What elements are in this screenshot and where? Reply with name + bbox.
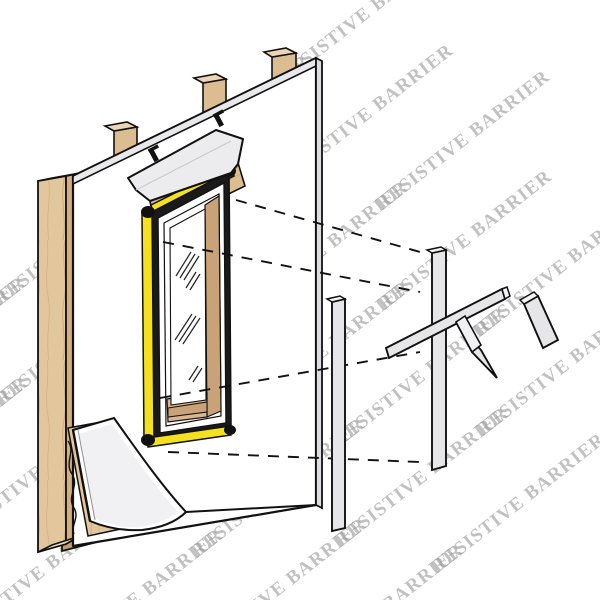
frame-corner-marker bbox=[141, 206, 155, 218]
flashing-tape-left-jamb bbox=[141, 207, 155, 442]
exploded-tape-group bbox=[325, 246, 560, 533]
glass-reflection bbox=[175, 251, 200, 281]
projection-lines-group bbox=[159, 199, 421, 463]
exploded-tape-strip bbox=[518, 291, 560, 350]
glass-reflection bbox=[185, 271, 201, 291]
head-flashing bbox=[127, 109, 244, 202]
projection-line bbox=[159, 351, 421, 399]
window-assembly bbox=[127, 109, 246, 448]
glass-reflection bbox=[188, 365, 203, 383]
glass-reflection bbox=[174, 313, 201, 345]
exploded-tape-strip bbox=[384, 286, 511, 360]
projection-line bbox=[162, 241, 421, 293]
projection-line bbox=[167, 451, 421, 463]
staple-icon bbox=[212, 109, 225, 128]
peeled-wrb-flap bbox=[67, 416, 317, 537]
window-glazing bbox=[169, 208, 207, 406]
staple-icon bbox=[147, 144, 160, 163]
exploded-tape-strip bbox=[325, 295, 347, 533]
exploded-tape-strip bbox=[454, 314, 498, 379]
exploded-tape-strip bbox=[424, 246, 449, 472]
frame-corner-marker bbox=[224, 425, 236, 435]
frame-corner-marker bbox=[141, 434, 155, 446]
